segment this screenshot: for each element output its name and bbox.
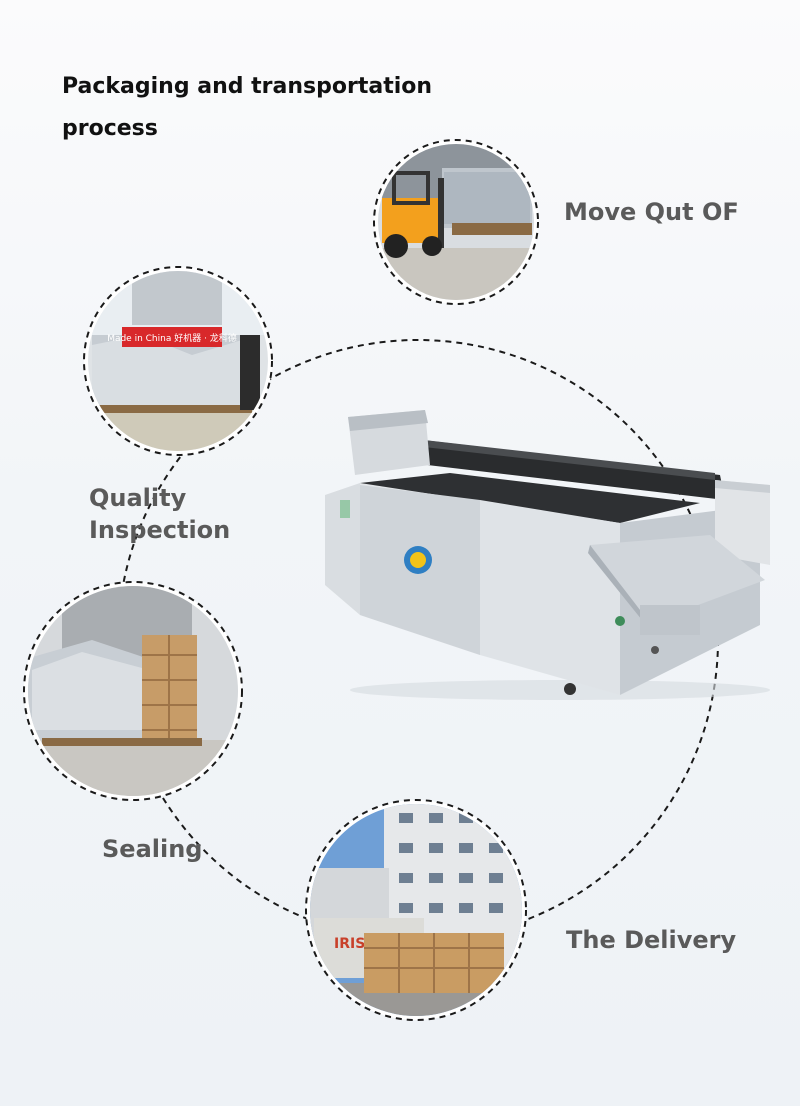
title-line-2: process [62,116,158,141]
page-title: Packaging and transportation process [62,66,442,150]
step-label-delivery: The Delivery [566,926,737,954]
delivery-truck-photo: IRISL [305,799,527,1021]
step-label-move-out: Move Qut OF [564,198,739,226]
step-label-sealing: Sealing [102,835,203,863]
wrapped-machine-photo: Made in China 好机器 · 龙科德 [83,266,273,456]
step-label-quality: Quality [89,484,187,512]
step-label-inspection: Inspection [89,516,231,544]
uv-printer-image [325,410,770,700]
banner-text: Made in China 好机器 · 龙科德 [107,332,237,344]
title-line-1: Packaging and transportation [62,74,433,99]
wooden-crate-photo [23,581,243,801]
forklift-photo [373,139,539,305]
